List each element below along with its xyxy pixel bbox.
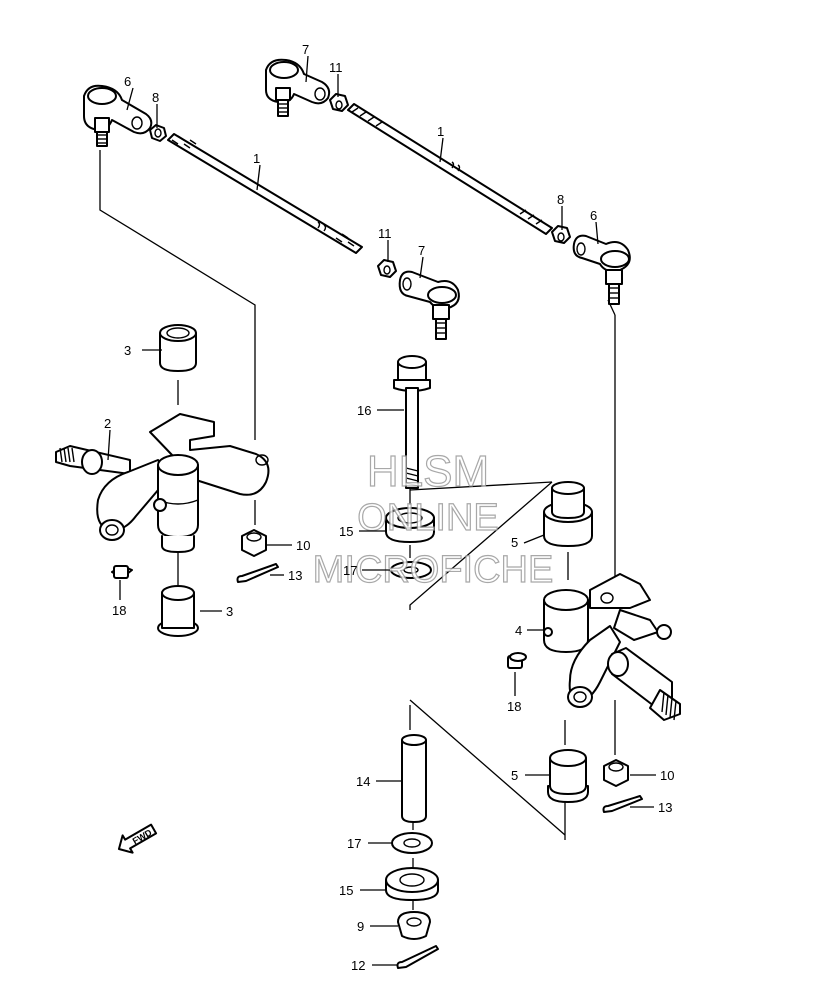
knuckle-4-right xyxy=(543,573,681,721)
callout-1-left: 1 xyxy=(253,151,260,166)
cotter-pin-13-right xyxy=(602,795,643,813)
callout-4: 4 xyxy=(515,623,522,638)
nut-11-right xyxy=(329,93,349,112)
knuckle-2-left xyxy=(55,413,270,553)
callout-12: 12 xyxy=(351,958,365,973)
bushing-5-lower xyxy=(547,749,589,803)
watermark-line1: HLSM xyxy=(367,447,489,496)
tie-rod-end-6-left xyxy=(83,84,153,147)
callout-17-lower: 17 xyxy=(347,836,361,851)
nut-8-right xyxy=(551,225,571,244)
tie-rod-end-7-right xyxy=(265,58,331,117)
callout-14: 14 xyxy=(356,774,370,789)
callout-15-lower: 15 xyxy=(339,883,353,898)
cotter-pin-13-left xyxy=(236,563,279,583)
tie-rod-left xyxy=(167,133,363,254)
screw-18-right xyxy=(507,652,527,669)
bushing-3-bottom xyxy=(157,585,199,637)
callout-8-right: 8 xyxy=(557,192,564,207)
callout-18-right: 18 xyxy=(507,699,521,714)
callout-13-right: 13 xyxy=(658,800,672,815)
tie-rod-right xyxy=(347,103,553,235)
callout-11-left: 11 xyxy=(378,226,392,241)
fwd-arrow-icon: FWD xyxy=(117,823,158,854)
cotter-pin-12 xyxy=(396,945,439,969)
callout-5-upper: 5 xyxy=(511,535,518,550)
callout-13-left: 13 xyxy=(288,568,302,583)
callout-7-left: 7 xyxy=(418,243,425,258)
callout-6-left: 6 xyxy=(124,74,131,89)
bushing-5-upper xyxy=(543,481,593,547)
pin-14 xyxy=(401,734,427,823)
callout-15-upper: 15 xyxy=(339,524,353,539)
callout-2: 2 xyxy=(104,416,111,431)
bearing-15-upper xyxy=(385,507,435,543)
nut-11-left xyxy=(377,259,397,278)
callout-18-left: 18 xyxy=(112,603,126,618)
callout-6-right: 6 xyxy=(590,208,597,223)
callout-3-top: 3 xyxy=(124,343,131,358)
bearing-15-lower xyxy=(385,867,439,901)
washer-17-lower xyxy=(391,832,433,854)
screw-18-left xyxy=(111,565,133,579)
washer-17-upper xyxy=(390,561,432,579)
watermark: HLSM ONLINE MICROFICHE xyxy=(312,446,554,591)
bolt-16 xyxy=(393,355,431,489)
watermark-line3: MICROFICHE xyxy=(313,549,554,591)
nut-10-right xyxy=(603,759,629,787)
callout-17-upper: 17 xyxy=(343,563,357,578)
tie-rod-end-7-left xyxy=(398,270,460,340)
callout-5-lower: 5 xyxy=(511,768,518,783)
callout-11-top: 11 xyxy=(329,60,343,75)
nut-9 xyxy=(397,911,431,940)
callout-16: 16 xyxy=(357,403,371,418)
callout-3-bottom: 3 xyxy=(226,604,233,619)
callouts: 6 8 1 7 11 1 8 6 11 7 3 2 3 18 10 13 16 … xyxy=(104,42,674,973)
callout-leaders xyxy=(107,55,656,966)
bushing-3-top xyxy=(159,324,197,372)
callout-1-right: 1 xyxy=(437,124,444,139)
callout-10-right: 10 xyxy=(660,768,674,783)
callout-7-top: 7 xyxy=(302,42,309,57)
callout-10-left: 10 xyxy=(296,538,310,553)
callout-9: 9 xyxy=(357,919,364,934)
nut-8-left xyxy=(149,124,167,142)
callout-8-left: 8 xyxy=(152,90,159,105)
tie-rod-end-6-right xyxy=(572,234,631,305)
watermark-line2: ONLINE xyxy=(357,497,498,539)
nut-10-left xyxy=(241,529,267,557)
